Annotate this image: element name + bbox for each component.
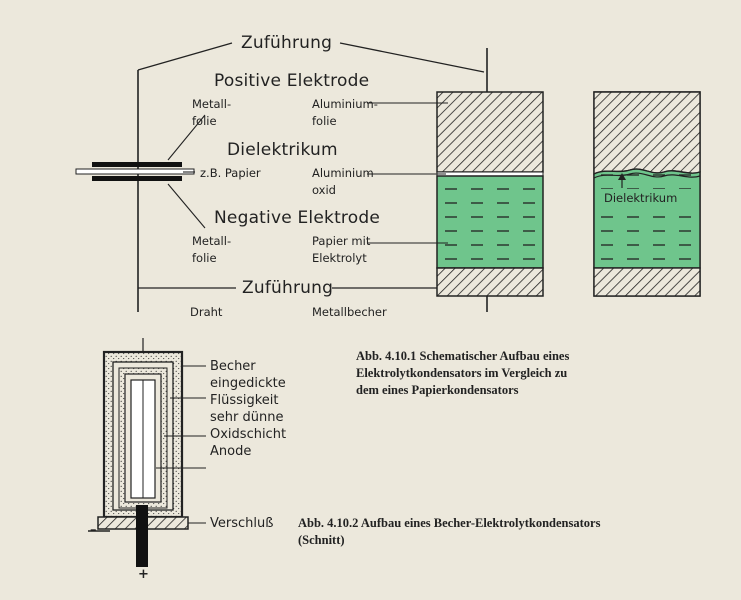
dielektrikum-label: Dielektrikum <box>227 140 338 160</box>
inset-electrolyte <box>593 168 701 269</box>
caption-fig-4-10-1: Abb. 4.10.1 Schematischer Aufbau eines E… <box>356 349 570 397</box>
zufuehrung-bottom-label: Zuführung <box>242 278 334 298</box>
cup-capacitor-drawing <box>88 338 206 567</box>
caption-fig-4-10-2: Abb. 4.10.2 Aufbau eines Becher-Elektrol… <box>298 516 601 547</box>
pointer-metallfolie-bottom <box>167 183 206 229</box>
cup-capacitor-labels: Becher eingedickte Flüssigkeit sehr dünn… <box>210 359 287 459</box>
positive-terminal <box>136 505 148 567</box>
plus-sign: + <box>138 567 149 582</box>
pointer-metallfolie-top <box>167 114 206 161</box>
metallfolie-bottom-label: Metall- folie <box>192 234 232 265</box>
aluminiumoxid-label: Aluminium- oxid <box>312 166 378 197</box>
negative-elektrode-label: Negative Elektrode <box>214 208 380 228</box>
papier-label: z.B. Papier <box>200 166 261 180</box>
dielektrikum-inset-label: Dielektrikum <box>604 191 678 205</box>
positive-elektrode-label: Positive Elektrode <box>214 71 370 91</box>
inset-arrowhead <box>618 173 626 180</box>
papier-elektrolyt-label: Papier mit Elektrolyt <box>312 234 371 265</box>
metallfolie-top-label: Metall- folie <box>192 97 232 128</box>
bottom-metal-foil <box>92 176 182 181</box>
zufuehrung-top-label: Zuführung <box>241 33 333 53</box>
top-metal-foil <box>92 162 182 167</box>
metallbecher-label: Metallbecher <box>312 305 387 319</box>
aluminium-foil-block <box>436 91 544 173</box>
inset-metal-cup <box>593 267 701 297</box>
rough-aluminium-foil <box>593 91 701 176</box>
aluminiumfolie-label: Aluminium- folie <box>312 97 378 128</box>
draht-label: Draht <box>190 305 223 319</box>
paper-capacitor-schematic <box>75 42 485 312</box>
inset-label-backdrop <box>596 189 698 209</box>
minus-sign: – <box>90 523 97 538</box>
dielectric-detail-inset <box>593 91 701 297</box>
zufuehrung-top-line-right <box>339 42 485 73</box>
electrolytic-capacitor-section <box>367 48 544 312</box>
oxide-surface-line <box>593 172 701 179</box>
verschluss-label: Verschluß <box>210 516 274 531</box>
zufuehrung-top-line-left <box>137 42 233 71</box>
metal-cup-block <box>436 267 544 297</box>
paper-dielectric <box>75 168 195 175</box>
electrolyte-paper <box>436 175 544 269</box>
